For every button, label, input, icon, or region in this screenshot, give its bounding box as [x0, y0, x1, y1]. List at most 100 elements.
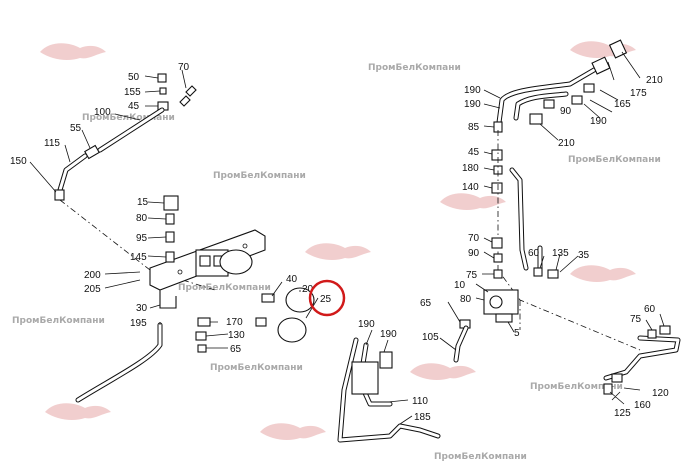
- fitting-40: [261, 293, 275, 303]
- hose-195: [75, 322, 163, 403]
- part-label: 155: [124, 87, 141, 98]
- watermark-logo-icon: [570, 265, 636, 282]
- fitting-45b: [491, 149, 503, 161]
- part-label: 90: [560, 106, 572, 117]
- fitting-90a: [493, 253, 503, 263]
- part-label: 20: [302, 284, 314, 295]
- motor: [219, 249, 253, 275]
- part-label: 190: [464, 85, 481, 96]
- watermark-logo-icon: [40, 43, 106, 60]
- fitting-130: [195, 331, 207, 341]
- part-label: 60: [528, 248, 540, 259]
- part-label: 145: [130, 252, 147, 263]
- center-line: [497, 130, 641, 351]
- part-label: 210: [646, 75, 663, 86]
- fitting-190c: [571, 95, 583, 105]
- part-label: 125: [614, 408, 631, 419]
- part-label: 60: [644, 304, 656, 315]
- accumulator-25: [277, 317, 307, 343]
- highlighted-part-label: 25: [320, 294, 332, 305]
- part-label: 105: [422, 332, 439, 343]
- accumulator-20: [285, 287, 315, 313]
- part-label: 115: [44, 138, 60, 149]
- part-label: 65: [420, 298, 432, 309]
- fitting-80: [165, 213, 175, 225]
- fitting-50: [157, 73, 167, 83]
- part-label: 75: [466, 270, 478, 281]
- part-label: 40: [286, 274, 298, 285]
- part-label: 65: [230, 344, 242, 355]
- part-label: 75: [630, 314, 642, 325]
- part-label: 110: [412, 396, 428, 407]
- fitting-135: [547, 269, 559, 279]
- pump-base: [495, 313, 513, 323]
- part-label: 35: [578, 250, 590, 261]
- plate-hole: [177, 269, 183, 275]
- part-label: 95: [136, 233, 148, 244]
- tube-115-inner: [58, 154, 87, 192]
- part-label: 130: [228, 330, 245, 341]
- watermark-logo-icon: [260, 423, 326, 440]
- elbow-70b: [179, 95, 191, 107]
- tube-190-top-inner: [496, 68, 596, 132]
- fitting-160: [611, 373, 623, 383]
- part-label: 50: [128, 72, 140, 83]
- fitting-65: [197, 344, 207, 353]
- watermark-text: ПромБелКомпани: [213, 171, 306, 181]
- fitting-95: [165, 231, 175, 243]
- part-label: 210: [558, 138, 575, 149]
- part-label: 190: [358, 319, 375, 330]
- valve-unit: [351, 361, 379, 395]
- part-label: 30: [136, 303, 148, 314]
- fitting-60a: [533, 267, 543, 277]
- part-label: 165: [614, 99, 631, 110]
- watermark-text: ПромБелКомпани: [210, 363, 303, 373]
- watermark-logo-icon: [45, 403, 111, 420]
- part-label: 185: [414, 412, 431, 423]
- part-label: 175: [630, 88, 647, 99]
- tube-120: [603, 335, 681, 381]
- fitting-170: [197, 317, 211, 327]
- part-label: 205: [84, 284, 101, 295]
- highlight-circle: [308, 279, 346, 317]
- part-label: 80: [460, 294, 472, 305]
- fitting-40b: [255, 317, 267, 327]
- part-label: 190: [464, 99, 481, 110]
- fitting-70b: [491, 237, 503, 249]
- part-label: 15: [137, 197, 149, 208]
- fitting-140: [491, 182, 503, 194]
- fitting-75a: [493, 269, 503, 279]
- part-label: 190: [380, 329, 397, 340]
- part-label: 80: [136, 213, 148, 224]
- watermark-text: ПромБелКомпани: [568, 155, 661, 165]
- part-label: 70: [178, 62, 190, 73]
- fitting-90b: [543, 99, 555, 109]
- watermark-logo-icon: [570, 41, 636, 58]
- tube-190-low-inner: [514, 92, 568, 120]
- part-label: 90: [468, 248, 480, 259]
- part-label: 180: [462, 163, 479, 174]
- part-label: 150: [10, 156, 27, 167]
- fitting-165: [583, 83, 595, 93]
- fitting-75b: [647, 329, 657, 339]
- leader: [439, 51, 665, 405]
- watermark-text: ПромБелКомпани: [368, 63, 461, 73]
- bracket-30: [159, 290, 177, 309]
- hose-195-inner: [76, 323, 162, 402]
- watermark-text: ПромБелКомпани: [434, 452, 527, 462]
- watermark-text: ПромБелКомпани: [82, 113, 175, 123]
- part-label: 45: [128, 101, 140, 112]
- part-label: 55: [70, 123, 82, 134]
- valve-block-15: [163, 195, 179, 211]
- part-label: 100: [94, 107, 111, 118]
- tube-vertical-inner: [510, 168, 528, 270]
- part-label: 160: [634, 400, 651, 411]
- tube-100-inner: [98, 108, 164, 152]
- tube-105-inner: [454, 326, 468, 362]
- part-label: 140: [462, 182, 479, 193]
- fitting-175: [591, 56, 611, 75]
- pump-port: [489, 295, 503, 309]
- part-label: 200: [84, 270, 101, 281]
- tube-120-inner: [604, 336, 680, 380]
- leader: [365, 329, 413, 425]
